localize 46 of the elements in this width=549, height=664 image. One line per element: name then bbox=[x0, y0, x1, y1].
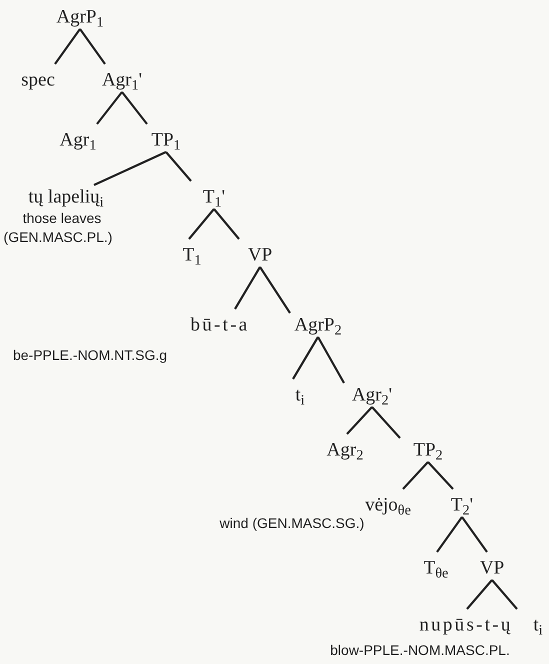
tree-branch bbox=[292, 336, 319, 380]
tree-node-label: T$_{1}$ bbox=[182, 246, 202, 264]
tree-branch bbox=[402, 461, 429, 490]
gloss-text: those leaves bbox=[22, 211, 102, 225]
tree-node-label: vėjo$_{θe}$ bbox=[365, 496, 411, 514]
tree-node-label: Agr$_{2}$' bbox=[352, 386, 392, 404]
gloss-text: blow-PPLE.-NOM.MASC.PL. bbox=[330, 643, 510, 657]
gloss-text: be-PPLE.-NOM.NT.SG.g bbox=[12, 348, 168, 362]
tree-branch bbox=[491, 579, 518, 610]
tree-branch bbox=[165, 151, 192, 182]
tree-node-label: spec bbox=[21, 70, 55, 90]
tree-node-label: t$_{i}$ bbox=[533, 616, 543, 634]
tree-node-label: t$_{i}$ bbox=[295, 386, 305, 404]
tree-branch bbox=[436, 516, 463, 553]
tree-branch bbox=[96, 91, 123, 125]
gloss-text: wind (GEN.MASC.SG.) bbox=[220, 516, 364, 530]
tree-branch bbox=[461, 516, 488, 553]
tree-branch bbox=[371, 406, 401, 439]
tree-branch bbox=[79, 28, 106, 65]
tree-node-label: TP$_{2}$ bbox=[413, 440, 443, 460]
tree-branch bbox=[317, 336, 345, 384]
tree-node-label: bū-t-a bbox=[190, 316, 250, 334]
tree-node-label: Agr$_{2}$ bbox=[326, 440, 364, 460]
tree-node-label: VP bbox=[248, 246, 272, 264]
tree-node-label: Agr$_{1}$' bbox=[102, 70, 142, 90]
tree-branch bbox=[213, 208, 240, 240]
tree-branch bbox=[466, 579, 493, 610]
tree-branch bbox=[121, 91, 148, 125]
tree-branch bbox=[427, 461, 454, 490]
gloss-text: (GEN.MASC.PL.) bbox=[4, 230, 112, 244]
tree-branch bbox=[234, 266, 261, 310]
tree-branch bbox=[188, 208, 215, 240]
tree-node-label: Agr$_{1}$ bbox=[60, 130, 96, 150]
tree-node-label: nupūs-t-ų bbox=[419, 616, 513, 634]
tree-node-label: tų lapelių$_{i}$ bbox=[28, 188, 104, 206]
tree-node-label: AgrP$_{2}$ bbox=[294, 316, 342, 334]
tree-node-label: AgrP$_{1}$ bbox=[56, 8, 104, 26]
tree-node-label: VP bbox=[480, 558, 504, 578]
tree-branch bbox=[54, 28, 81, 65]
tree-branch bbox=[94, 151, 166, 186]
tree-node-label: TP$_{1}$ bbox=[151, 130, 181, 150]
tree-node-label: T$_{2}$' bbox=[450, 496, 474, 514]
tree-node-label: T$_{1}$' bbox=[202, 188, 226, 206]
tree-branch bbox=[346, 406, 373, 435]
tree-branch bbox=[259, 266, 291, 314]
tree-node-label: T$_{θe}$ bbox=[424, 558, 448, 578]
